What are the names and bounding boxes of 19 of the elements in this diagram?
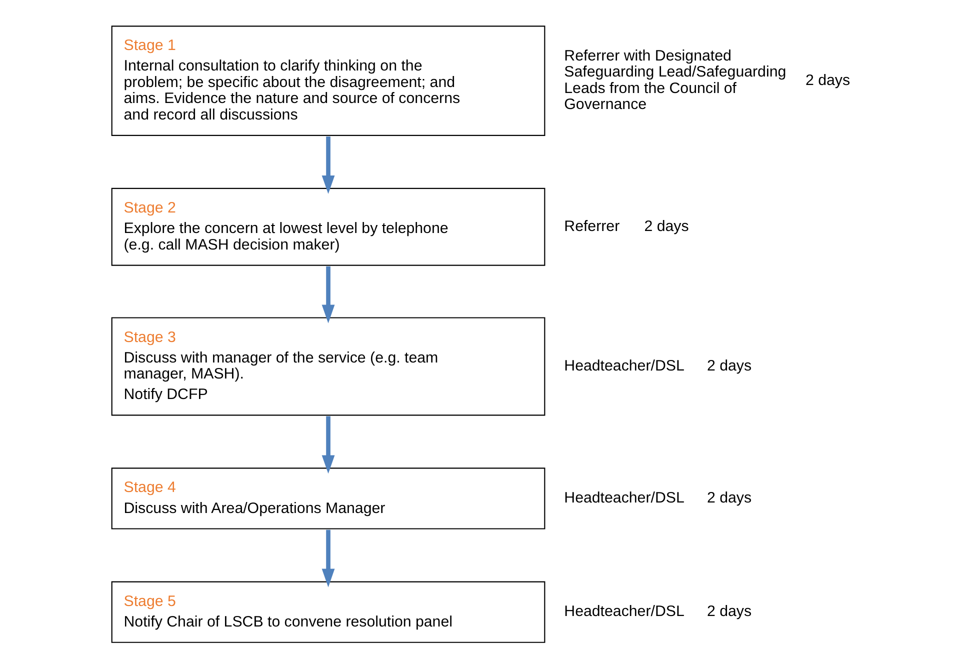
node-label: Headteacher/DSL (564, 489, 684, 506)
arrow (322, 416, 335, 474)
node-label: Referrer (564, 218, 620, 235)
node-box: Stage 3 Discuss with manager of the service (e.g. team manager, MASH). Notify DCFP (111, 317, 546, 416)
arrow (322, 530, 335, 588)
node-box: Stage 2 Explore the concern at lowest level by telephone (e.g. call MASH decision maker) (111, 188, 546, 266)
arrow (322, 266, 335, 324)
node-label: Headteacher/DSL (564, 357, 684, 374)
node-label: Referrer with Designated Safeguarding Lead/Safeguarding Leads from the Council of Governance (564, 47, 786, 114)
node-label: Headteacher/DSL (564, 603, 684, 620)
node-label: 2 days (706, 489, 752, 506)
node-box: Stage 4 Discuss with Area/Operations Manager (111, 468, 546, 530)
node-box: Stage 5 Notify Chair of LSCB to convene resolution panel (111, 581, 546, 643)
node-label: 2 days (644, 218, 689, 235)
node-label: 2 days (805, 72, 850, 89)
node-box: Stage 1 Internal consultation to clarify thinking on the problem; be specific about the disagreement; and aims. Evidence the nature and source of concerns and record all discussions (111, 26, 546, 136)
arrow (322, 136, 335, 194)
node-label: 2 days (706, 357, 752, 374)
node-label: 2 days (706, 603, 752, 620)
